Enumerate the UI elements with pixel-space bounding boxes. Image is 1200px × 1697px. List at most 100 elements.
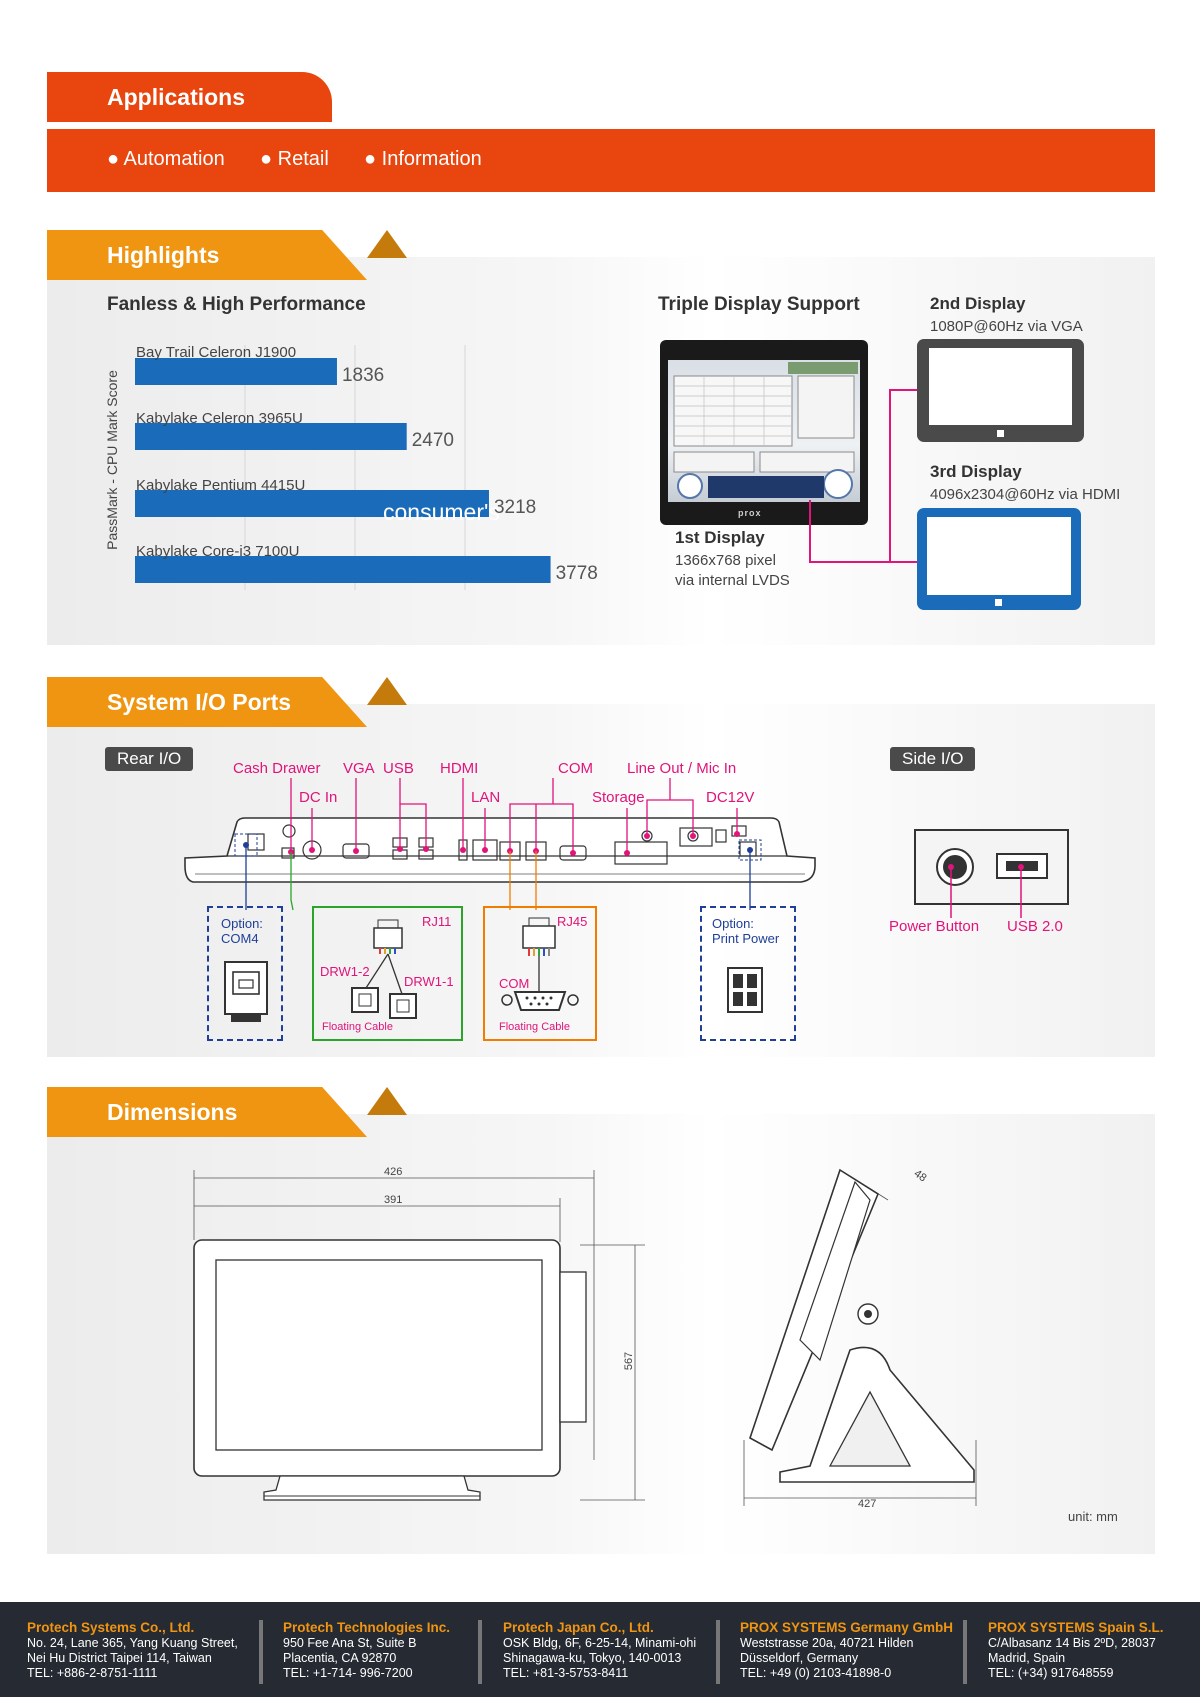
first-display-name: 1st Display xyxy=(675,528,765,547)
chart-data-label-2: 3218 xyxy=(494,497,536,518)
drw11-label: DRW1-1 xyxy=(404,974,454,989)
first-monitor-screen xyxy=(668,360,860,502)
footer-spain-title: PROX SYSTEMS Spain S.L. xyxy=(988,1620,1164,1635)
applications-bar: ● Automation ● Retail ● Information xyxy=(47,129,1155,192)
option-com4-line2: COM4 xyxy=(221,931,259,946)
dimensions-title: Dimensions xyxy=(107,1099,238,1125)
footer-spain-l1: C/Albasanz 14 Bis 2ºD, 28037 xyxy=(988,1636,1156,1650)
footer-germany-l1: Weststrasse 20a, 40721 Hilden xyxy=(740,1636,914,1650)
applications-tab: Applications xyxy=(47,72,332,122)
chart-data-label-1: 2470 xyxy=(412,430,454,451)
rj11-drawing xyxy=(351,919,417,1019)
footer-spain-l3: TEL: (+34) 917648559 xyxy=(988,1666,1114,1680)
dimensions-tab: Dimensions xyxy=(47,1087,367,1137)
footer-taiwan-title: Protech Systems Co., Ltd. xyxy=(27,1620,195,1635)
footer-taiwan-l2: Nei Hu District Taipei 114, Taiwan xyxy=(27,1651,212,1665)
label-line-out: Line Out / Mic In xyxy=(627,760,737,777)
rj45-label: RJ45 xyxy=(557,914,588,929)
label-lan: LAN xyxy=(471,789,501,806)
side-io-lines xyxy=(948,864,1024,918)
footer-spain: PROX SYSTEMS Spain S.L. C/Albasanz 14 Bi… xyxy=(988,1620,1164,1681)
rj-port-icon xyxy=(224,961,268,1022)
rear-io-drawing xyxy=(184,778,816,911)
second-monitor xyxy=(917,339,1084,442)
option-print-line1: Option: xyxy=(712,916,754,931)
dim-426: 426 xyxy=(384,1166,403,1178)
display-connector-lines xyxy=(809,389,917,563)
first-display-via: via internal LVDS xyxy=(675,572,790,589)
highlights-tab: Highlights xyxy=(47,230,367,280)
footer-spain-l2: Madrid, Spain xyxy=(988,1651,1066,1665)
footer-usa-l3: TEL: +1-714- 996-7200 xyxy=(283,1666,413,1680)
dim-391: 391 xyxy=(384,1194,403,1206)
footer-japan-l1: OSK Bldg, 6F, 6-25-14, Minami-ohi xyxy=(503,1636,697,1650)
option-com4-line1: Option: xyxy=(221,916,263,931)
io-tab-fold xyxy=(367,677,407,705)
footer-taiwan: Protech Systems Co., Ltd. No. 24, Lane 3… xyxy=(27,1620,238,1681)
hmi-screen-graphic xyxy=(673,362,858,499)
footer-separator xyxy=(478,1620,482,1684)
label-com: COM xyxy=(558,760,593,777)
usb-label: USB 2.0 xyxy=(1007,918,1063,935)
footer-germany: PROX SYSTEMS Germany GmbH Weststrasse 20… xyxy=(740,1620,953,1681)
option-print-box: Option: Print Power xyxy=(700,906,796,1041)
app-item-information: ● Information xyxy=(364,148,482,170)
chart-data-label-3: 3778 xyxy=(556,563,598,584)
side-view-drawing xyxy=(743,1168,977,1506)
side-io-badge: Side I/O xyxy=(890,747,976,771)
footer-separator xyxy=(716,1620,720,1684)
highlights-title: Highlights xyxy=(107,242,220,268)
second-monitor-screen xyxy=(929,348,1072,425)
third-display-res: 4096x2304@60Hz via HDMI xyxy=(930,486,1121,503)
footer-usa: Protech Technologies Inc. 950 Fee Ana St… xyxy=(283,1620,450,1681)
footer-japan-l2: Shinagawa-ku, Tokyo, 140-0013 xyxy=(503,1651,682,1665)
footer-taiwan-l3: TEL: +886-2-8751-1111 xyxy=(27,1666,158,1680)
footer-usa-title: Protech Technologies Inc. xyxy=(283,1620,451,1635)
label-storage: Storage xyxy=(592,789,645,806)
chart-bar-0 xyxy=(135,358,337,385)
power-button-label: Power Button xyxy=(889,918,980,935)
io-title: System I/O Ports xyxy=(107,689,292,715)
applications-title: Applications xyxy=(107,84,246,110)
third-display-name: 3rd Display xyxy=(930,462,1022,481)
chart-bar-2 xyxy=(135,490,489,517)
footer-taiwan-l1: No. 24, Lane 365, Yang Kuang Street, xyxy=(27,1636,238,1650)
label-vga: VGA xyxy=(343,760,375,777)
app-item-retail: ● Retail xyxy=(260,148,329,170)
chart-grid xyxy=(244,345,466,590)
second-display-res: 1080P@60Hz via VGA xyxy=(930,318,1083,335)
rj45-cable-label: Floating Cable xyxy=(499,1021,570,1033)
chart-category-3: Kabylake Core-i3 7100U xyxy=(136,543,300,560)
first-monitor: prox xyxy=(660,340,868,525)
consumer-watermark: consumer's xyxy=(383,499,500,525)
rear-io-badge: Rear I/O xyxy=(105,747,194,771)
second-monitor-button xyxy=(997,430,1004,437)
chart-ylabel: PassMark - CPU Mark Score xyxy=(104,370,120,550)
label-dc12v: DC12V xyxy=(706,789,755,806)
chart-bars: 1836 2470 3218 3778 xyxy=(135,358,598,584)
footer-usa-l1: 950 Fee Ana St, Suite B xyxy=(283,1636,417,1650)
dim-567: 567 xyxy=(623,1351,636,1371)
dimensions-tab-fold xyxy=(367,1087,407,1115)
app-item-automation: ● Automation xyxy=(107,148,225,170)
label-dc-in: DC In xyxy=(299,789,338,806)
option-print-line2: Print Power xyxy=(712,931,780,946)
footer-germany-l3: TEL: +49 (0) 2103-41898-0 xyxy=(740,1666,892,1680)
third-monitor-button xyxy=(995,599,1002,606)
side-io-panel xyxy=(914,829,1069,905)
unit-label: unit: mm xyxy=(1068,1509,1118,1524)
first-display-res: 1366x768 pixel xyxy=(675,552,776,569)
footer: Protech Systems Co., Ltd. No. 24, Lane 3… xyxy=(0,1602,1200,1697)
label-usb: USB xyxy=(383,760,414,777)
highlights-tab-fold xyxy=(367,230,407,258)
rj11-cable-label: Floating Cable xyxy=(322,1021,393,1033)
label-cash-drawer: Cash Drawer xyxy=(233,760,321,777)
monitor-brand: prox xyxy=(738,508,762,518)
footer-japan: Protech Japan Co., Ltd. OSK Bldg, 6F, 6-… xyxy=(503,1620,696,1681)
chart-data-label-0: 1836 xyxy=(342,365,384,386)
second-display-name: 2nd Display xyxy=(930,294,1026,313)
chart-bar-3 xyxy=(135,556,551,583)
rj11-label: RJ11 xyxy=(422,914,452,929)
chart-bar-1 xyxy=(135,423,407,450)
option-com4-box: Option: COM4 xyxy=(207,906,283,1041)
